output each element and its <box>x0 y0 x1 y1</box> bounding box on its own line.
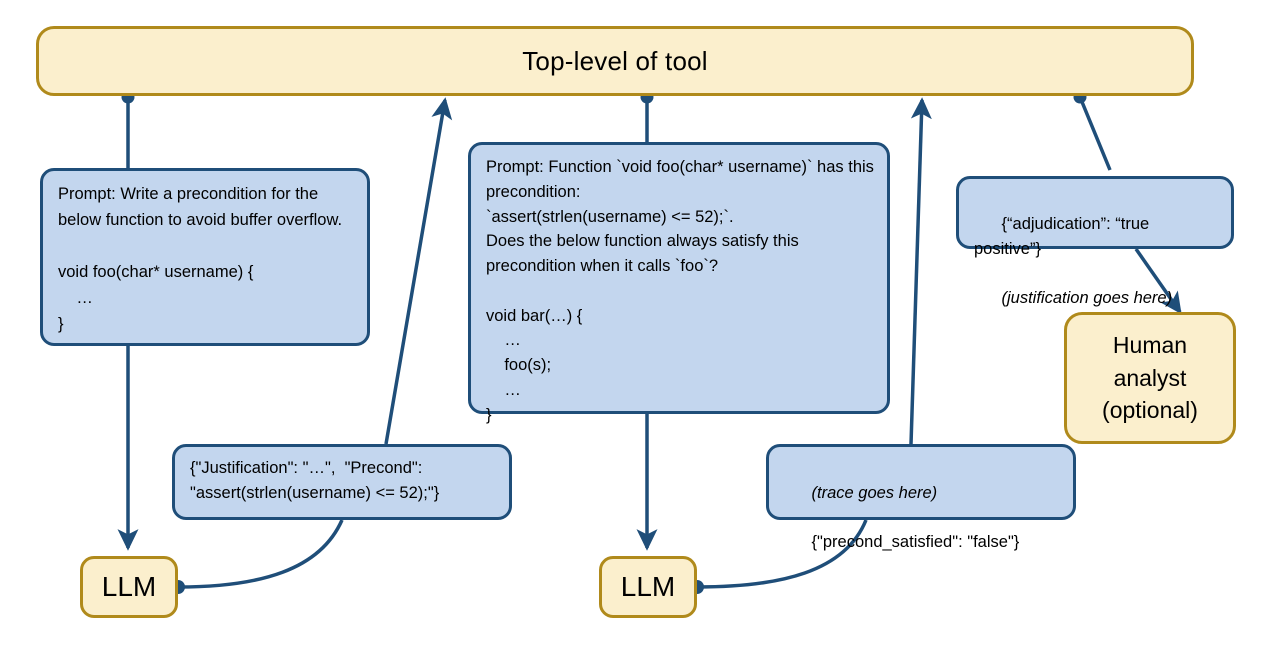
human-analyst-line1: Human <box>1112 332 1188 359</box>
node-response-trace[interactable]: (trace goes here) {"precond_satisfied": … <box>766 444 1076 551</box>
edge-response-trace-to-toplevel <box>909 97 932 445</box>
edge-llm-left-to-response-precond <box>171 519 344 594</box>
node-prompt-check[interactable]: Prompt: Function `void foo(char* usernam… <box>468 142 890 424</box>
node-adjudication[interactable]: {“adjudication”: “true positive”} (justi… <box>956 176 1234 307</box>
edge-toplevel-to-prompt-precondition <box>121 90 135 168</box>
node-llm-left[interactable]: LLM <box>80 556 178 618</box>
toplevel-label: Top-level of tool <box>522 45 708 76</box>
node-toplevel-of-tool[interactable]: Top-level of tool <box>36 26 1194 96</box>
node-response-precond[interactable]: {"Justification": "…", "Precond": "asser… <box>172 444 512 520</box>
prompt-precondition-text: Prompt: Write a precondition for the bel… <box>58 185 343 334</box>
llm-left-label: LLM <box>101 571 157 602</box>
adjudication-line1: {“adjudication”: “true positive”} <box>974 214 1154 258</box>
edge-response-precond-to-toplevel <box>384 97 453 445</box>
response-trace-line1: (trace goes here) <box>811 483 938 502</box>
node-human-analyst[interactable]: Human analyst (optional) <box>1064 312 1236 444</box>
node-llm-center[interactable]: LLM <box>599 556 697 618</box>
prompt-check-text: Prompt: Function `void foo(char* usernam… <box>486 158 874 424</box>
human-analyst-line2: analyst <box>1113 364 1187 391</box>
node-prompt-precondition[interactable]: Prompt: Write a precondition for the bel… <box>40 168 370 346</box>
response-precond-text: {"Justification": "…", "Precond": "asser… <box>190 459 440 502</box>
edge-toplevel-to-prompt-check <box>640 90 654 142</box>
edge-toplevel-to-adjudication <box>1073 90 1112 171</box>
adjudication-line2: (justification goes here) <box>1001 289 1173 307</box>
human-analyst-line3: (optional) <box>1102 397 1198 424</box>
response-trace-line2: {"precond_satisfied": "false"} <box>811 533 1020 552</box>
llm-center-label: LLM <box>620 571 676 602</box>
